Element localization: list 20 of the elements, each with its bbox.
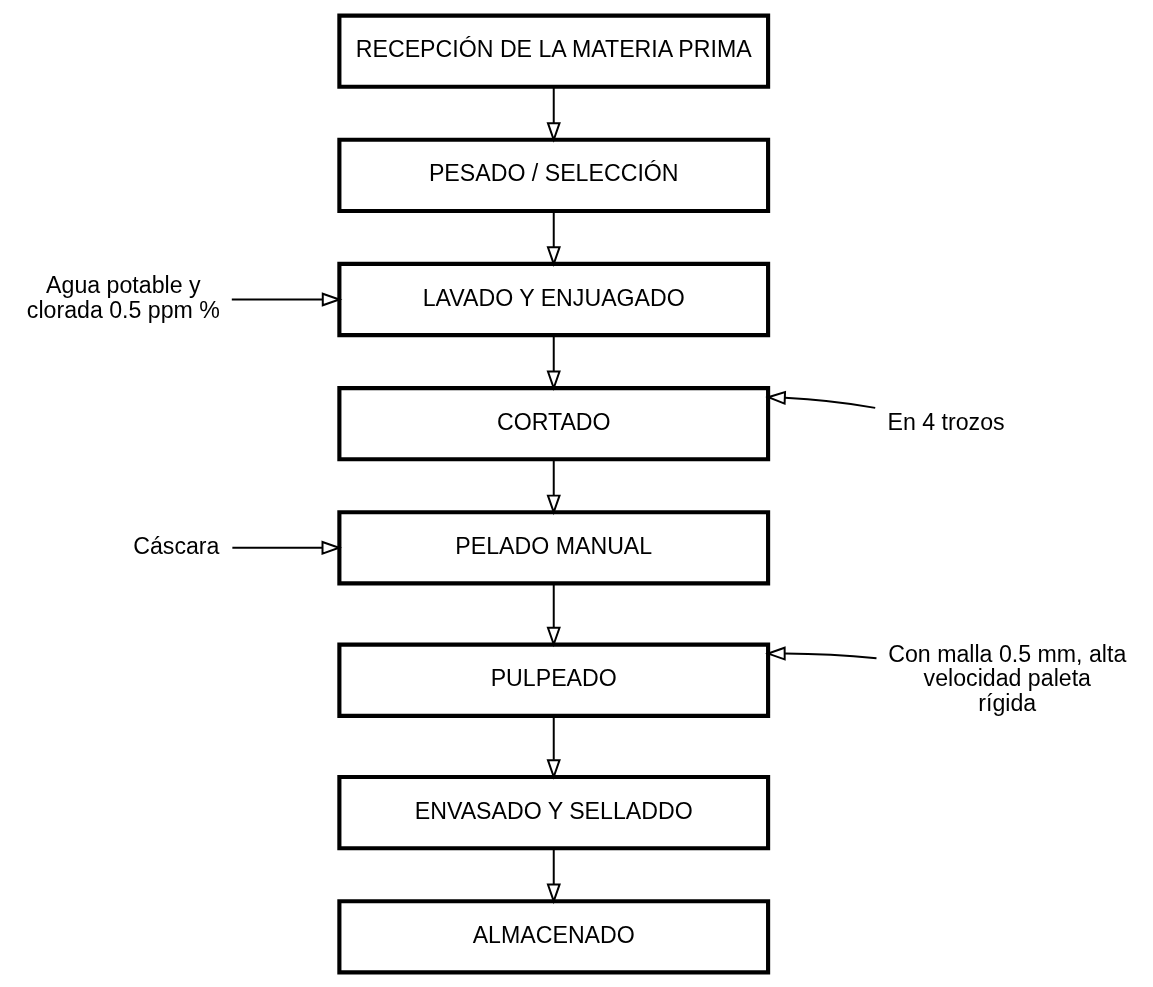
node-box: CORTADO: [337, 385, 771, 461]
node-text: Agua potable y clorada 0.5 ppm %: [26, 271, 220, 323]
node-text: Con malla 0.5 mm, alta velocidad paleta rígida: [888, 640, 1127, 716]
node-box: ENVASADO Y SELLADDO: [337, 774, 771, 850]
arrow: [546, 458, 561, 515]
node-box: PESADO / SELECCIÓN: [337, 137, 771, 213]
node-box: RECEPCIÓN DE LA MATERIA PRIMA: [337, 13, 771, 89]
node-box: LAVADO Y ENJUAGADO: [337, 261, 771, 337]
arrow: [231, 540, 343, 555]
arrow: [230, 291, 343, 307]
node-box: PELADO MANUAL: [337, 509, 771, 585]
node-box: ALMACENADO: [337, 898, 771, 974]
node-text: En 4 trozos: [887, 408, 1005, 435]
node-text: Cáscara: [133, 532, 220, 559]
arrow: [546, 847, 561, 904]
arrow: [765, 390, 877, 409]
node-box: PULPEADO: [337, 642, 771, 718]
arrow: [546, 582, 561, 647]
arrow: [546, 85, 561, 143]
arrow: [765, 645, 878, 661]
